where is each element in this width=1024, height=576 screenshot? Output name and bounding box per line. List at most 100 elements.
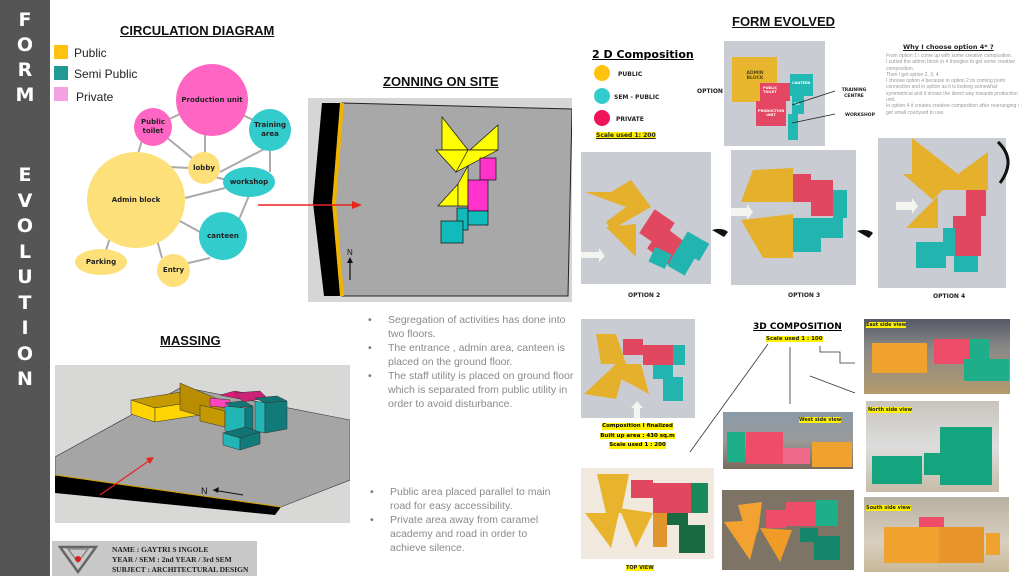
zoning-notes: Segregation of activities has done into … bbox=[362, 313, 577, 411]
sidebar-letter: F bbox=[18, 9, 32, 31]
north-label: N bbox=[347, 248, 353, 257]
college-logo-icon bbox=[58, 545, 98, 574]
production-unit-piece: PRODUCTION UNIT bbox=[756, 101, 786, 126]
node-parking: Parking bbox=[75, 249, 127, 275]
node-lobby: lobby bbox=[188, 152, 220, 184]
west-side-view-label: West side view bbox=[799, 417, 842, 423]
finalized-line-2: Built up area : 430 sq.m bbox=[600, 432, 675, 439]
sidebar-letter: I bbox=[21, 317, 29, 339]
sidebar-letter: T bbox=[18, 291, 32, 314]
connector-line bbox=[219, 145, 271, 173]
node-canteen: canteen bbox=[199, 212, 247, 260]
legend-label-public: Public bbox=[74, 46, 107, 60]
east-side-view-label: East side view bbox=[866, 322, 907, 328]
legend-dot-semi-public bbox=[594, 88, 610, 104]
node-public-toilet: Public toilet bbox=[134, 108, 172, 146]
massing-model: N bbox=[55, 365, 350, 523]
composition-3d-title: 3D COMPOSITION bbox=[753, 322, 842, 332]
north-label: N bbox=[201, 486, 208, 496]
massing-title: MASSING bbox=[160, 333, 221, 348]
legend-label-private: Private bbox=[76, 90, 114, 104]
arrow-to-option-4-icon bbox=[857, 229, 873, 238]
circulation-diagram-title: CIRCULATION DIAGRAM bbox=[120, 23, 275, 38]
massing-blocks bbox=[130, 382, 288, 451]
south-side-view-label: South side view bbox=[866, 505, 911, 511]
connector-line bbox=[237, 192, 251, 223]
zoning-site-plan: N bbox=[308, 98, 572, 302]
option-2-photo bbox=[581, 152, 711, 284]
connector-line bbox=[177, 219, 201, 233]
zoning-on-site-title: ZONNING ON SITE bbox=[383, 74, 499, 89]
option-3-pieces bbox=[731, 168, 847, 258]
workshop-piece bbox=[788, 114, 798, 140]
why-point: I cutted the admin block in 4 triangles … bbox=[886, 59, 1015, 72]
composition-2d-title: 2 D Composition bbox=[592, 48, 694, 61]
east-side-view-photo: East side view bbox=[864, 319, 1010, 394]
road-edge bbox=[332, 103, 344, 296]
legend-dot-public bbox=[594, 65, 610, 81]
sidebar-letter: O bbox=[16, 34, 34, 56]
legend-label-public-2d: PUBLIC bbox=[618, 71, 643, 78]
option-4-pieces bbox=[896, 138, 988, 272]
sidebar-letter: O bbox=[16, 342, 34, 365]
composition-3d-scale: Scale used 1 : 100 bbox=[766, 336, 823, 342]
finalized-caption: Composition I finalized Built up area : … bbox=[595, 420, 680, 449]
zoning-blocks bbox=[435, 115, 499, 244]
curved-arrow-icon bbox=[996, 140, 1010, 184]
finalized-composition-photo bbox=[581, 319, 695, 418]
connector-line bbox=[184, 187, 226, 199]
west-side-view-photo: West side view bbox=[723, 412, 853, 469]
legend-swatch-public bbox=[54, 45, 68, 59]
node-training-area: Training area bbox=[249, 109, 291, 151]
option-1-photo: ADMIN BLOCK PUBLIC TOILET PRODUCTION UNI… bbox=[724, 41, 825, 146]
sidebar-letter: N bbox=[17, 368, 33, 390]
road bbox=[313, 103, 342, 296]
finalized-line-1: Composition I finalized bbox=[602, 423, 673, 430]
public-toilet-piece: PUBLIC TOILET bbox=[760, 83, 790, 101]
connector-line bbox=[156, 239, 163, 259]
training-piece: T.R bbox=[792, 96, 804, 114]
student-year: YEAR / SEM : 2nd YEAR / 3rd SEM bbox=[112, 555, 232, 564]
connector-line bbox=[169, 166, 191, 169]
perspective-pieces bbox=[724, 500, 840, 562]
finalized-arrow-icon bbox=[631, 401, 643, 419]
legend-label-semi-public-2d: SEM - PUBLIC bbox=[614, 94, 660, 101]
sidebar-letter: R bbox=[17, 59, 33, 81]
node-entry: Entry bbox=[157, 254, 190, 287]
sidebar-letter: L bbox=[18, 240, 32, 263]
node-admin-block: Admin block bbox=[87, 152, 185, 248]
3d-connector-arrows bbox=[689, 343, 856, 453]
option-4-photo bbox=[878, 138, 1006, 288]
node-production-unit: Production unit bbox=[176, 64, 248, 136]
south-side-view-photo: South side view bbox=[864, 497, 1009, 572]
legend-dot-private bbox=[594, 110, 610, 126]
north-side-view-label: North side view bbox=[868, 407, 913, 413]
legend-label-private-2d: PRIVATE bbox=[616, 116, 644, 123]
canteen-piece: CANTEEN bbox=[790, 74, 813, 96]
arrow-to-option-3-icon bbox=[712, 228, 728, 237]
option-2-label: OPTION 2 bbox=[628, 292, 661, 299]
legend-swatch-semi-public bbox=[54, 66, 68, 80]
why-option-4-list: From option 1 i come up with some creati… bbox=[880, 53, 1024, 116]
option-2-pieces bbox=[581, 180, 710, 276]
why-point: From option 1 i come up with some creati… bbox=[886, 53, 1013, 59]
legend-swatch-private bbox=[54, 87, 68, 101]
form-evolved-title: FORM EVOLVED bbox=[732, 14, 836, 29]
site-entry-arrow-icon bbox=[258, 201, 362, 209]
note-item: The entrance , admin area, canteen is pl… bbox=[362, 341, 577, 369]
sidebar-letter: E bbox=[18, 164, 32, 186]
why-option-4-title: Why I choose option 4* ? bbox=[903, 43, 994, 51]
option-1-label: OPTION 1 bbox=[697, 88, 730, 95]
top-view-photo bbox=[581, 468, 714, 559]
finalized-pieces bbox=[584, 334, 685, 401]
top-view-label: TOP VIEW bbox=[626, 565, 654, 571]
student-name: NAME : GAYTRI S INGOLE bbox=[112, 545, 209, 554]
why-point: Then i get option 2, 3, 4. bbox=[886, 71, 940, 78]
north-side-view-photo: North side view bbox=[866, 401, 999, 492]
callout-workshop: WORKSHOP bbox=[845, 113, 875, 118]
node-workshop: workshop bbox=[223, 167, 275, 197]
option-3-label: OPTION 3 bbox=[788, 292, 821, 299]
finalized-line-3: Scale used 1 : 200 bbox=[609, 442, 666, 449]
option-4-label: OPTION 4 bbox=[933, 293, 966, 300]
option-1-callout-lines bbox=[791, 90, 836, 124]
